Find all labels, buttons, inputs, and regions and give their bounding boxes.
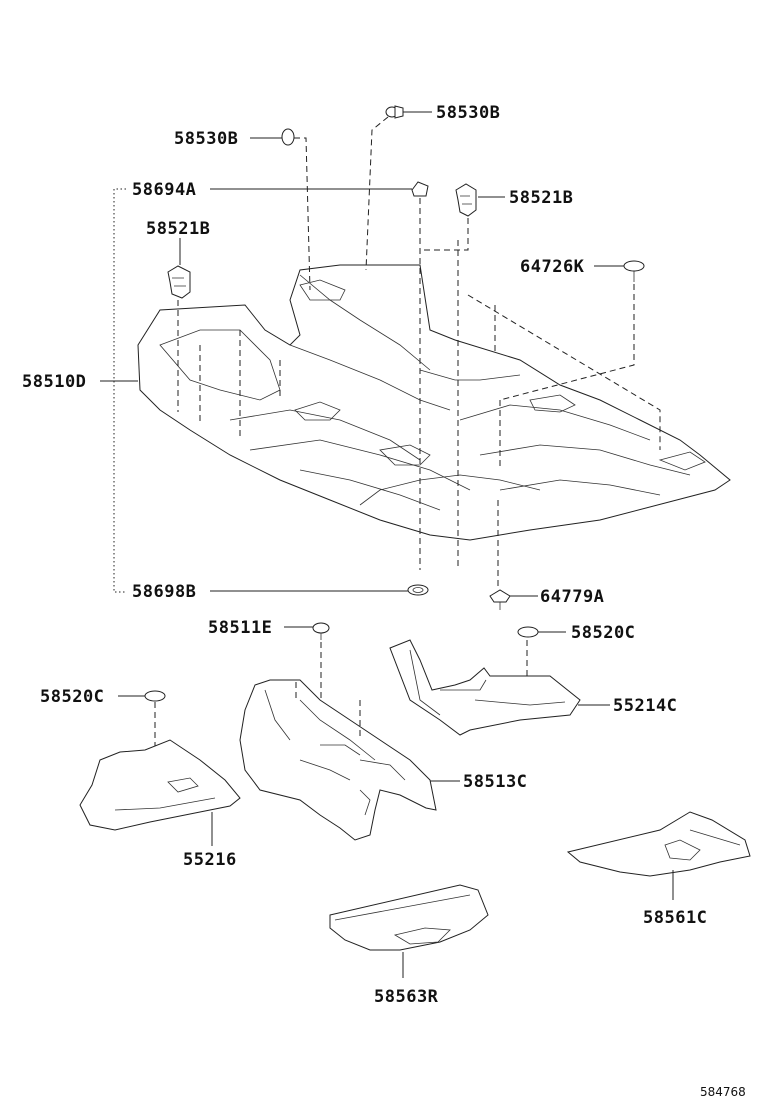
clip-58521b-right	[420, 183, 505, 251]
clip-64779a	[489, 500, 538, 610]
clip-58530b-left	[250, 128, 311, 291]
carpet-58510d-bracket	[100, 188, 281, 593]
label-58521b-left: 58521B	[146, 219, 210, 239]
label-58520c-left: 58520C	[40, 687, 104, 707]
pad-55214c	[389, 639, 610, 736]
label-58520c-right: 58520C	[571, 623, 635, 643]
clip-58530b-top	[365, 105, 432, 271]
fastener-58694a	[210, 181, 459, 570]
label-58530b-top: 58530B	[436, 103, 500, 123]
plug-58511e	[284, 622, 330, 700]
pad-55216	[79, 739, 241, 846]
tunnel-carpet-58513c	[239, 679, 460, 841]
label-55216: 55216	[183, 850, 237, 870]
cap-64726k	[467, 260, 661, 470]
cap-58520c-left	[118, 690, 166, 810]
label-58513c: 58513C	[463, 772, 527, 792]
label-58521b-right: 58521B	[509, 188, 573, 208]
clip-58521b-left	[167, 238, 191, 412]
label-55214c: 55214C	[613, 696, 677, 716]
label-58698b: 58698B	[132, 582, 196, 602]
label-58694a: 58694A	[132, 180, 196, 200]
grommet-58698b	[210, 584, 429, 596]
mat-58563r	[329, 884, 489, 978]
floor-carpet-assembly	[137, 264, 731, 541]
label-64726k: 64726K	[520, 257, 585, 277]
diagram-id: 584768	[700, 1085, 746, 1099]
label-58511e: 58511E	[208, 618, 272, 638]
mat-58561c	[566, 811, 751, 900]
label-58510d: 58510D	[22, 372, 86, 392]
label-58561c: 58561C	[643, 908, 707, 928]
label-64779a: 64779A	[540, 587, 604, 607]
label-58530b-left: 58530B	[174, 129, 238, 149]
label-58563r: 58563R	[374, 987, 439, 1007]
